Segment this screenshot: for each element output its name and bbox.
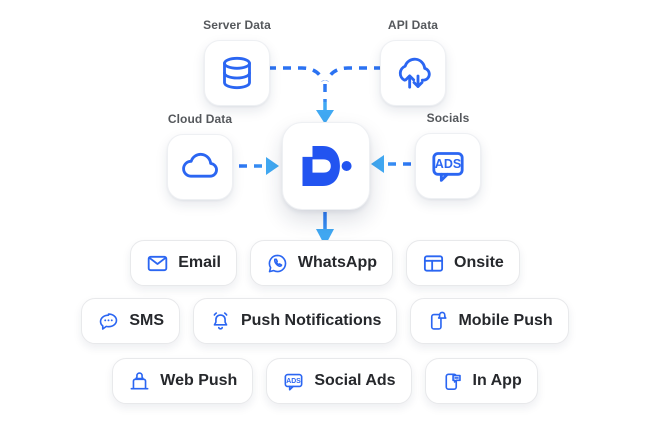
arrow-server-to-hub [268, 66, 325, 82]
channel-pill-mobile-push: Mobile Push [410, 298, 569, 344]
channel-pill-web-push: Web Push [112, 358, 254, 404]
source-tile-api-data: API Data [380, 18, 446, 106]
source-label: Cloud Data [167, 112, 233, 126]
channel-row-3: Web Push ADS Social Ads In App [0, 358, 650, 404]
source-tile-server-data: Server Data [203, 18, 271, 106]
hub-tile [282, 122, 370, 210]
database-icon [223, 56, 251, 90]
channel-label: Onsite [454, 254, 504, 271]
channel-row-2: SMS Push Notifications Mobile Push [0, 298, 650, 344]
channel-pill-whatsapp: WhatsApp [249, 240, 393, 286]
svg-text:ADS: ADS [435, 157, 461, 171]
channel-label: SMS [129, 312, 164, 329]
channel-pill-onsite: Onsite [406, 240, 520, 286]
channel-pill-in-app: In App [424, 358, 538, 404]
channel-label: Web Push [160, 372, 238, 389]
d-logo-icon [302, 146, 352, 186]
channel-label: Mobile Push [458, 312, 553, 329]
phone-chat-icon [445, 372, 461, 390]
phone-bell-icon [431, 311, 447, 330]
channel-label: In App [472, 372, 522, 389]
bell-icon [213, 311, 228, 330]
channel-label: Push Notifications [240, 312, 382, 329]
channel-pill-push-notifications: Push Notifications [192, 298, 398, 344]
channel-row-1: Email WhatsApp Onsite [0, 240, 650, 286]
cloud-sync-icon [398, 57, 431, 89]
channel-pill-social-ads: ADS Social Ads [266, 358, 412, 404]
channel-pill-email: Email [130, 240, 237, 286]
source-tile-cloud-data: Cloud Data [167, 112, 233, 200]
arrowhead-down-icon [316, 229, 334, 246]
sms-bubble-icon [100, 312, 118, 330]
source-label: Socials [426, 111, 470, 125]
arrowhead-right-icon [371, 155, 384, 173]
ads-bubble-icon: ADS [284, 373, 303, 391]
channel-label: Social Ads [314, 372, 396, 389]
arrowhead-top-icon [316, 110, 334, 124]
channel-pill-sms: SMS [81, 298, 180, 344]
svg-text:ADS: ADS [287, 377, 302, 384]
source-tile-socials: Socials ADS [415, 111, 481, 199]
ads-bubble-icon: ADS [432, 152, 464, 182]
email-icon [147, 255, 168, 271]
laptop-bell-icon [130, 371, 149, 390]
whatsapp-icon [268, 254, 287, 272]
source-label: Server Data [203, 18, 271, 32]
browser-icon [423, 254, 444, 272]
channel-label: WhatsApp [297, 254, 377, 271]
source-label: API Data [387, 18, 439, 32]
arrow-api-to-hub [325, 66, 382, 82]
arrowhead-left-icon [266, 157, 279, 175]
cloud-icon [182, 152, 218, 178]
channel-label: Email [178, 254, 221, 271]
